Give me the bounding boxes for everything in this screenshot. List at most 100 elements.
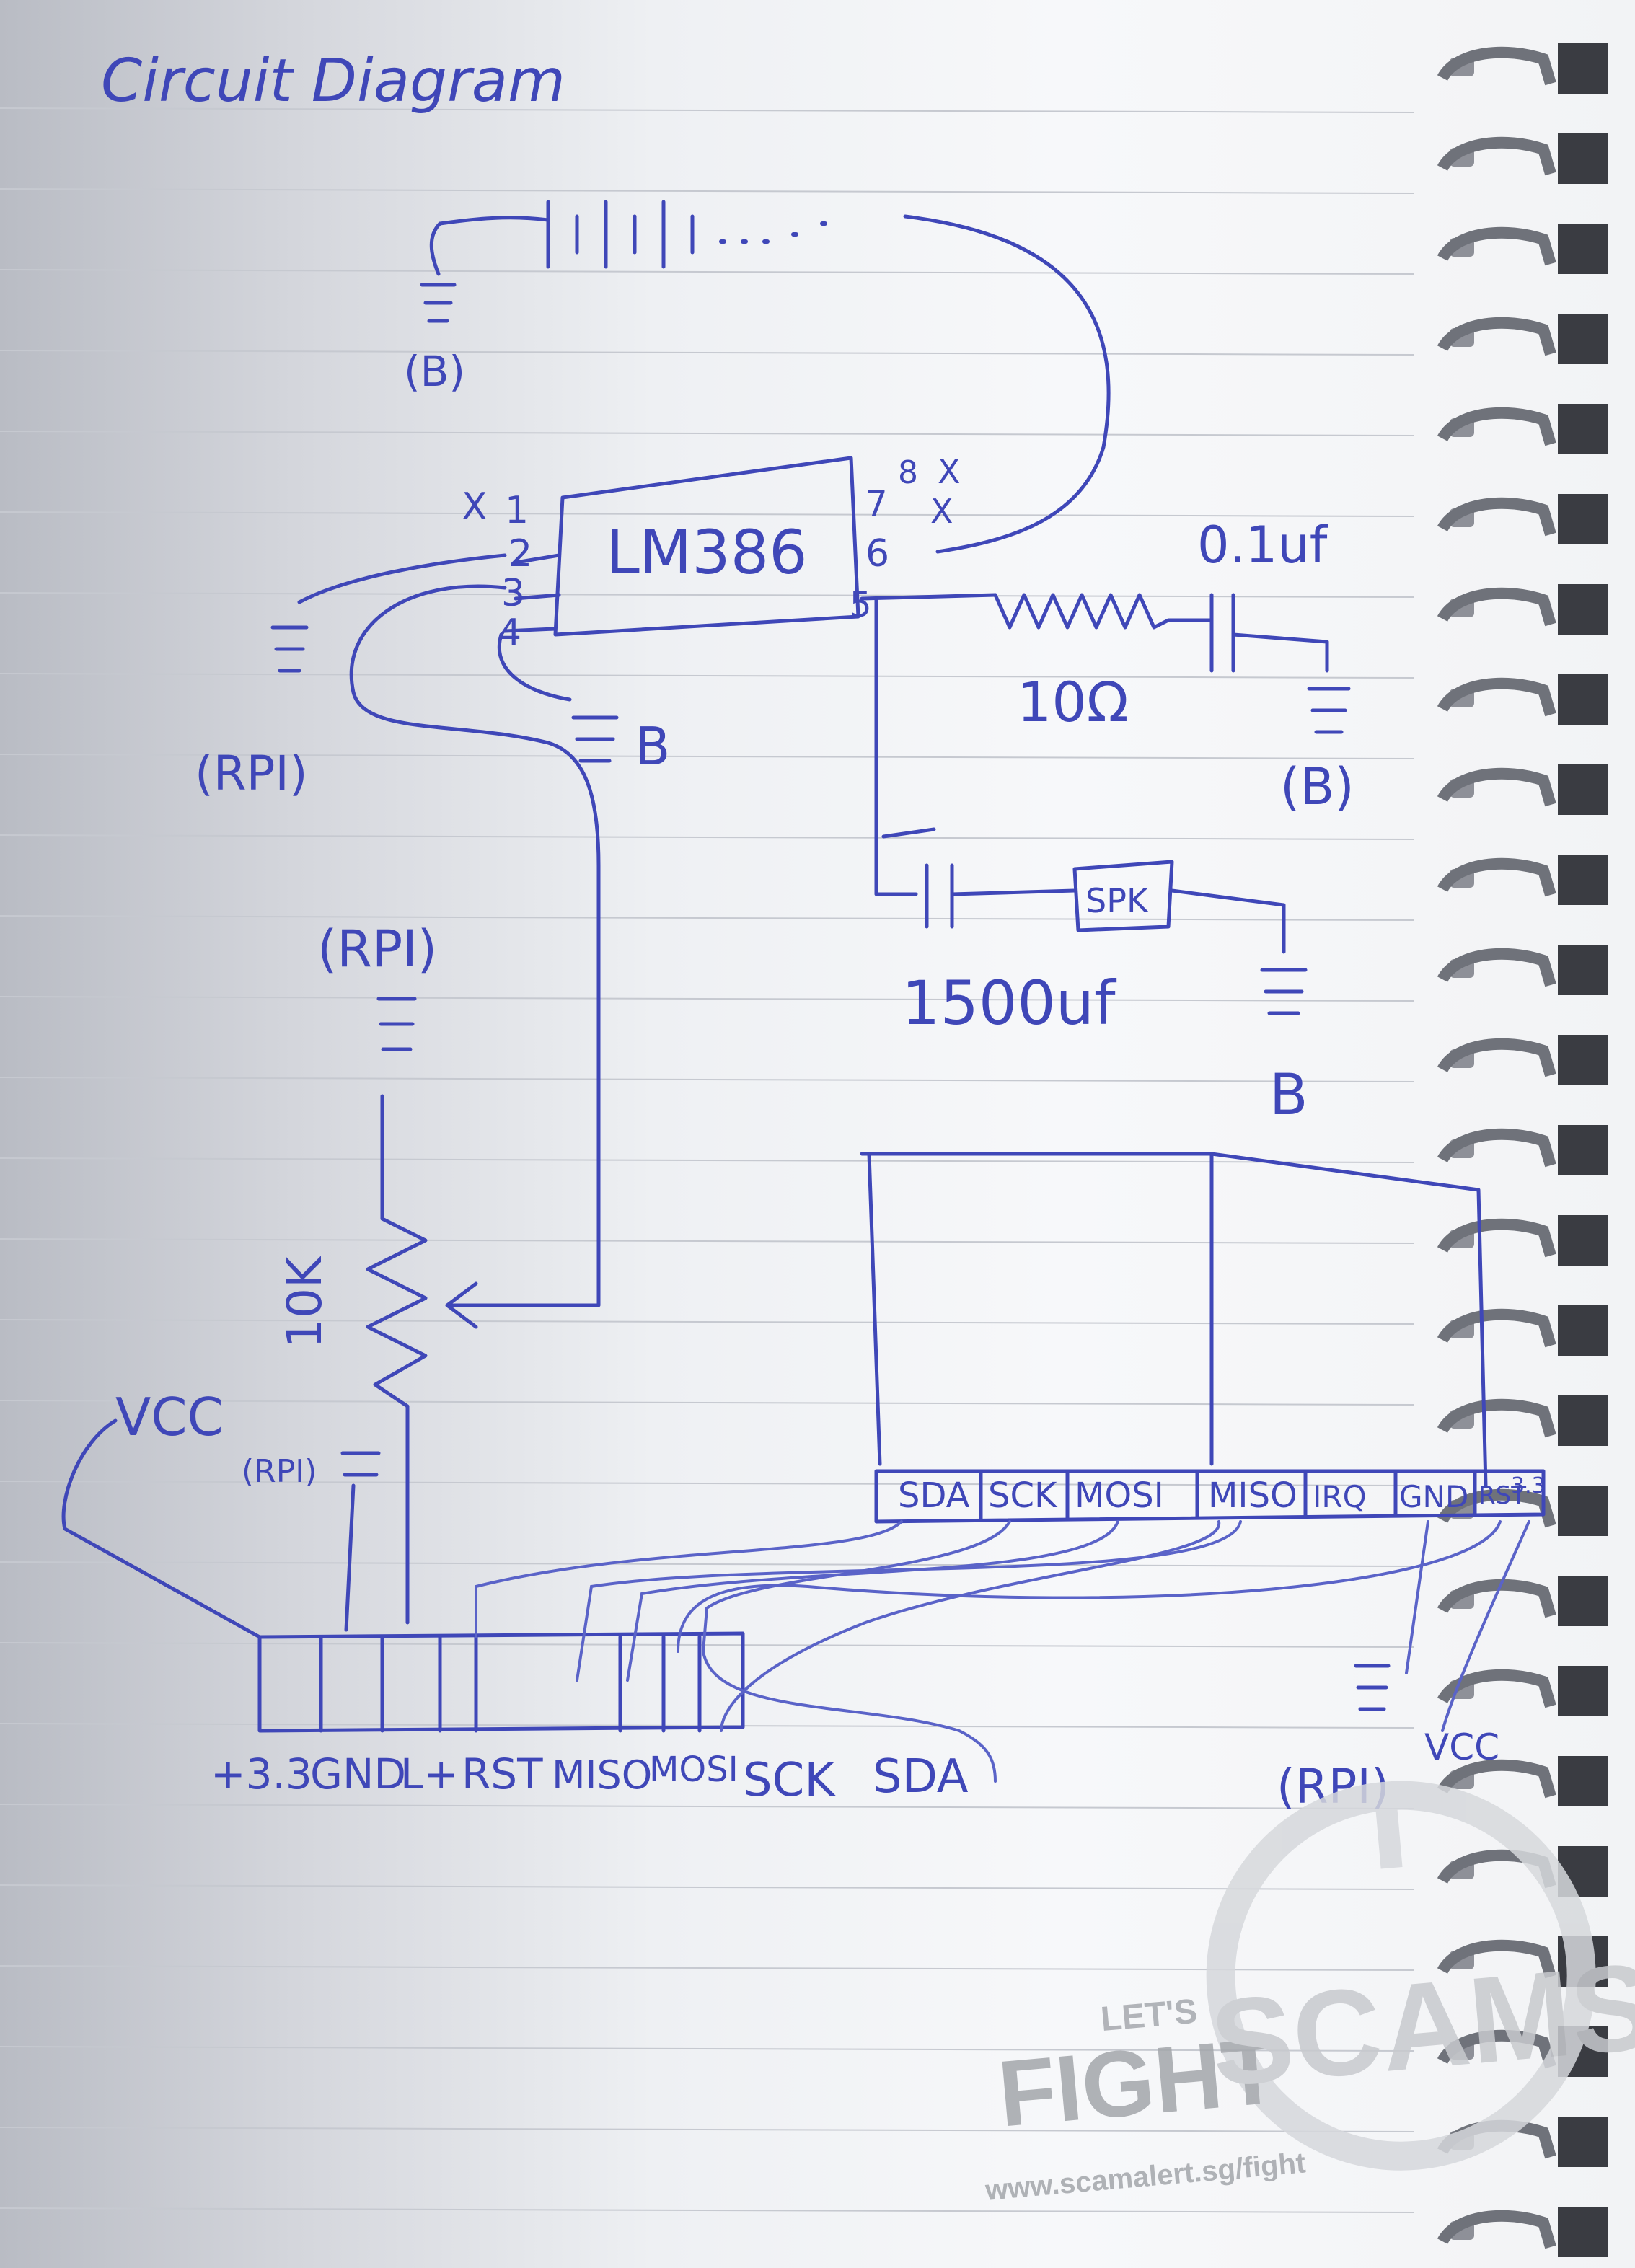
rfid-board-left	[867, 1152, 882, 1466]
cap-small-ground-label: (B)	[1280, 757, 1354, 816]
spiral-ring	[1437, 404, 1608, 454]
ruled-line	[0, 1400, 1414, 1406]
lm386-chip	[553, 456, 860, 637]
pin3-label: 3	[501, 572, 525, 615]
ruled-line	[0, 1884, 1414, 1890]
output-wire	[874, 596, 918, 896]
pin5-stub	[860, 593, 997, 601]
ruled-line	[0, 592, 1414, 598]
spiral-ring	[1437, 133, 1608, 184]
pin2-label: 2	[508, 532, 532, 575]
wire-rfid-vcc	[1441, 1520, 1530, 1732]
pin3-to-wiper-wire	[349, 584, 601, 1307]
ruled-line	[0, 1481, 1414, 1486]
ruled-line	[0, 1965, 1414, 1971]
pot-wiper-arrow	[445, 1281, 478, 1329]
ruled-line	[0, 915, 1414, 921]
spiral-ring	[1437, 1035, 1608, 1085]
ruled-line	[0, 1077, 1414, 1082]
watermark-lets: LET'S	[1099, 1993, 1199, 2039]
ruled-line	[0, 1561, 1414, 1567]
watermark-scams: SCAMS!	[1206, 1934, 1635, 2113]
header-pin-sda: SDA	[873, 1750, 969, 1804]
diagram-title: Circuit Diagram	[101, 47, 565, 115]
cap-small-wire	[1231, 632, 1329, 673]
pin4-ground-label: B	[635, 716, 670, 777]
rfid-pin-miso: MISO	[1208, 1475, 1297, 1516]
spiral-ring	[1437, 1486, 1608, 1536]
rpi-header-block	[257, 1631, 745, 1733]
spiral-ring	[1437, 43, 1608, 94]
header-pin-lplus: L+	[400, 1749, 459, 1799]
ruled-line	[0, 431, 1414, 436]
pin1-label: 1	[505, 489, 529, 532]
ic-name-label: LM386	[606, 517, 808, 588]
ruled-line	[0, 2046, 1414, 2052]
rpi-ground-left-label: (RPI)	[195, 746, 308, 801]
pin6-label: 6	[865, 532, 889, 575]
cap-large-wire	[950, 888, 1077, 896]
header-ground-symbol	[340, 1451, 381, 1477]
spiral-ring	[1437, 1666, 1608, 1716]
pin4-ground-symbol	[571, 715, 619, 763]
spiral-ring	[1437, 314, 1608, 364]
rpi-ground-header-label: (RPI)	[242, 1453, 317, 1490]
ruled-line	[0, 1238, 1414, 1244]
pin7-8-mark: X	[938, 452, 961, 491]
wire-rst	[677, 1520, 1502, 1653]
ruled-line	[0, 2207, 1414, 2213]
pin2-wire	[297, 553, 507, 604]
wire-sck	[701, 1520, 1011, 1783]
rfid-antenna-wire	[1209, 1152, 1488, 1488]
cap-small-label: 0.1uf	[1197, 516, 1328, 575]
ruled-lines	[0, 107, 1414, 2213]
right-vcc-label: VCC	[1424, 1726, 1499, 1768]
speaker-label: SPK	[1085, 881, 1150, 920]
watermark-fight: FIGHT	[994, 2017, 1283, 2146]
header-ground-wire	[344, 1483, 356, 1632]
spiral-ring	[1437, 584, 1608, 635]
spiral-ring	[1437, 945, 1608, 995]
pin5-label: 5	[850, 585, 872, 625]
ruled-line	[0, 269, 1414, 275]
battery-symbol	[438, 200, 827, 269]
header-pin-mosi: MOSI	[649, 1749, 739, 1790]
ruled-line	[0, 1804, 1414, 1809]
spiral-ring	[1437, 1215, 1608, 1266]
ruled-line	[0, 754, 1414, 759]
right-ground-symbol	[1354, 1664, 1391, 1711]
rfid-pin-irq: IRQ	[1313, 1479, 1367, 1514]
spiral-ring	[1437, 674, 1608, 725]
battery-positive-wire	[903, 214, 1111, 554]
ruled-line	[0, 1642, 1414, 1648]
resistor-label: 10Ω	[1017, 670, 1129, 734]
wire-rfid-gnd	[1405, 1520, 1429, 1674]
spiral-ring	[1437, 1395, 1608, 1446]
pin7-8-mark-2: X	[930, 492, 953, 531]
fight-scams-watermark: LET'S FIGHT SCAMS! www.scamalert.sg/figh…	[984, 1781, 1635, 2207]
ruled-line	[0, 350, 1414, 356]
ruled-line	[0, 1157, 1414, 1163]
rfid-board	[860, 1152, 1214, 1466]
rfid-pin-3v3: 3.3	[1511, 1473, 1546, 1499]
header-pin-gnd: GND	[310, 1749, 406, 1799]
rfid-pin-dividers	[979, 1469, 1477, 1522]
speaker-box	[1072, 860, 1174, 932]
rfid-pin-strip	[874, 1469, 1546, 1524]
rpi-ground-pot-label: (RPI)	[317, 919, 437, 979]
rpi-header-dividers	[319, 1635, 702, 1733]
output-wire-mark	[881, 827, 936, 839]
ruled-line	[0, 834, 1414, 840]
spiral-ring	[1437, 494, 1608, 544]
wire-sda	[475, 1520, 903, 1638]
ruled-line	[0, 2127, 1414, 2132]
rpi-ground-symbol-left	[270, 625, 309, 673]
pot-value-label: 10K	[277, 1256, 332, 1349]
rfid-pin-gnd: GND	[1399, 1479, 1468, 1514]
spiral-ring	[1437, 1756, 1608, 1806]
resistor-10ohm	[993, 593, 1214, 630]
speaker-ground-label: B	[1269, 1063, 1308, 1128]
speaker-wire	[1170, 888, 1286, 954]
rfid-pin-sck: SCK	[988, 1475, 1058, 1516]
